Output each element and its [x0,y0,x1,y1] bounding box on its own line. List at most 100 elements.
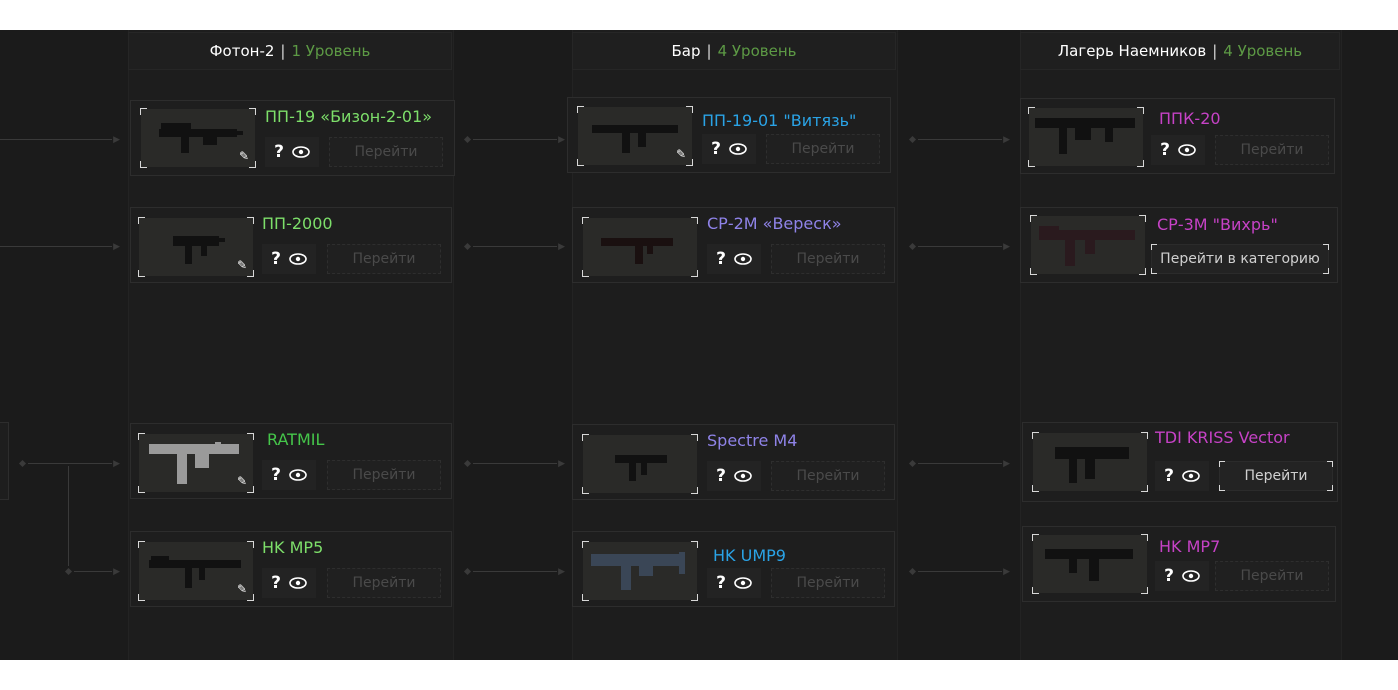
weapon-name[interactable]: ПП-19 «Бизон-2-01» [265,107,433,126]
edit-icon[interactable]: ✎ [675,147,687,161]
go-button[interactable]: Перейти [1215,561,1329,591]
eye-icon[interactable] [734,253,752,265]
question-icon[interactable]: ? [1160,140,1170,160]
weapon-image[interactable]: ✎ [138,541,254,601]
location-level: 1 Уровень [291,42,371,60]
weapon-card[interactable]: Spectre M4 ? Перейти [572,424,895,500]
go-button[interactable]: Перейти [766,134,880,164]
weapon-image[interactable]: ✎ [577,106,693,166]
connector-arrow: ▶ [463,243,565,252]
weapon-name[interactable]: СР-2М «Вереск» [707,214,842,233]
question-icon[interactable]: ? [271,465,281,485]
eye-icon[interactable] [289,469,307,481]
eye-icon[interactable] [292,146,310,158]
weapon-card[interactable]: HK MP7 ? Перейти [1022,526,1336,602]
connector-arrow: ▶ [463,460,565,469]
question-icon[interactable]: ? [274,142,284,162]
go-button[interactable]: Перейти [1219,461,1333,491]
card-controls: ? [1155,561,1209,591]
weapon-image[interactable] [582,434,698,494]
column-header: Лагерь Наемников | 4 Уровень [1020,32,1340,70]
weapon-card[interactable]: ✎ RATMIL ? Перейти [130,423,452,499]
connector-arrow: ▶ [463,136,565,145]
eye-icon[interactable] [734,577,752,589]
question-icon[interactable]: ? [1164,466,1174,486]
weapon-name[interactable]: HK MP7 [1159,537,1221,556]
weapon-card[interactable]: HK UMP9 ? Перейти [572,531,895,607]
eye-icon[interactable] [289,253,307,265]
weapon-name[interactable]: СР-3М "Вихрь" [1157,215,1278,234]
weapon-card[interactable]: ППК-20 ? Перейти [1020,98,1335,174]
connector-arrow: ▶ [18,460,120,469]
go-button[interactable]: Перейти [329,137,443,167]
question-icon[interactable]: ? [1164,566,1174,586]
weapon-image[interactable]: ✎ [138,217,254,277]
edit-icon[interactable]: ✎ [236,582,248,596]
go-button[interactable]: Перейти [771,568,885,598]
weapon-name[interactable]: Spectre M4 [707,431,798,450]
location-name: Фотон-2 [209,42,275,60]
weapon-image[interactable]: ✎ [138,433,254,493]
column-header: Фотон-2 | 1 Уровень [128,32,452,70]
weapon-image[interactable] [1028,107,1144,167]
weapon-image[interactable] [582,217,698,277]
weapon-card[interactable]: TDI KRISS Vector ? Перейти [1022,422,1338,502]
go-to-category-button[interactable]: Перейти в категорию [1151,244,1329,274]
weapon-card[interactable]: ✎ ПП-19 «Бизон-2-01» ? Перейти [130,100,455,176]
edit-icon[interactable]: ✎ [236,258,248,272]
question-icon[interactable]: ? [271,573,281,593]
question-icon[interactable]: ? [711,139,721,159]
location-level: 4 Уровень [717,42,797,60]
eye-icon[interactable] [734,470,752,482]
weapon-card[interactable]: ✎ HK MP5 ? Перейти [130,531,452,607]
connector-arrow: ▶ [0,136,120,145]
eye-icon[interactable] [289,577,307,589]
weapon-image[interactable] [582,541,698,601]
edit-icon[interactable]: ✎ [236,474,248,488]
weapon-card[interactable]: СР-3М "Вихрь" Перейти в категорию [1020,207,1338,283]
go-button[interactable]: Перейти [327,460,441,490]
weapon-tree: Фотон-2 | 1 Уровень Бар | 4 Уровень Лаге… [0,30,1398,660]
card-controls: ? [262,460,316,490]
weapon-card[interactable]: ✎ ПП-2000 ? Перейти [130,207,452,283]
weapon-card[interactable]: СР-2М «Вереск» ? Перейти [572,207,895,283]
connector-arrow: ▶ [0,243,120,252]
edit-icon[interactable]: ✎ [238,149,250,163]
location-level: 4 Уровень [1223,42,1303,60]
weapon-card[interactable]: ✎ ПП-19-01 "Витязь" ? Перейти [567,97,891,173]
weapon-image[interactable] [1032,534,1148,594]
header-separator: | [706,42,712,60]
question-icon[interactable]: ? [716,573,726,593]
weapon-name[interactable]: HK UMP9 [713,546,786,565]
weapon-name[interactable]: TDI KRISS Vector [1155,428,1290,447]
card-controls: ? [265,137,319,167]
go-button[interactable]: Перейти [327,244,441,274]
header-separator: | [280,42,286,60]
connector-arrow: ▶ [908,136,1010,145]
weapon-image[interactable]: ✎ [140,108,256,168]
question-icon[interactable]: ? [716,466,726,486]
connector-arrow: ▶ [463,568,565,577]
weapon-name[interactable]: ПП-2000 [262,214,333,233]
column-header: Бар | 4 Уровень [572,32,896,70]
weapon-name[interactable]: RATMIL [267,430,325,449]
eye-icon[interactable] [1178,144,1196,156]
go-button[interactable]: Перейти [1215,135,1329,165]
question-icon[interactable]: ? [716,249,726,269]
eye-icon[interactable] [1182,470,1200,482]
eye-icon[interactable] [729,143,747,155]
weapon-name[interactable]: ППК-20 [1159,109,1221,128]
header-separator: | [1212,42,1218,60]
card-controls: ? [707,461,761,491]
eye-icon[interactable] [1182,570,1200,582]
weapon-image[interactable] [1030,215,1146,275]
connector-arrow: ▶ [64,568,120,577]
card-controls: ? [1151,135,1205,165]
go-button[interactable]: Перейти [771,461,885,491]
weapon-name[interactable]: ПП-19-01 "Витязь" [702,111,857,130]
go-button[interactable]: Перейти [771,244,885,274]
question-icon[interactable]: ? [271,249,281,269]
weapon-name[interactable]: HK MP5 [262,538,324,557]
weapon-image[interactable] [1032,432,1148,492]
go-button[interactable]: Перейти [327,568,441,598]
